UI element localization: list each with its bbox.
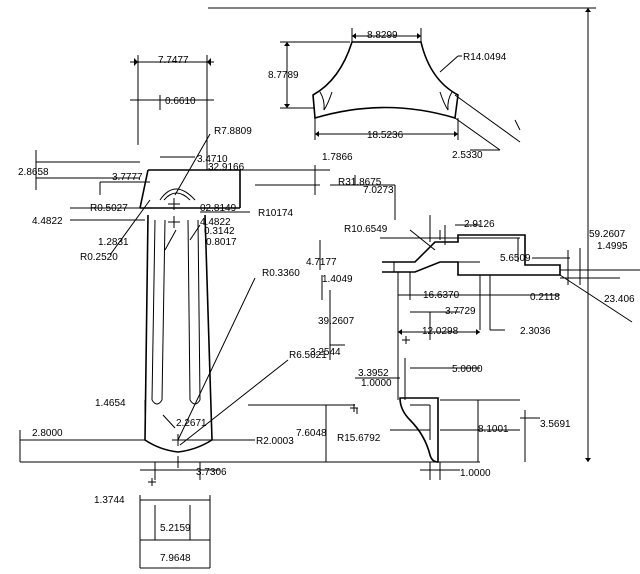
dim-23-406: 23.406	[604, 294, 635, 305]
dim-1-0000-upper: 1.0000	[361, 378, 392, 389]
dim-32-9166: 32.9166	[208, 162, 245, 173]
dim-r14-0494: R14.0494	[463, 52, 507, 63]
dim-r6-5021: R6.5021	[289, 350, 327, 361]
dim-3-2544: 3.2544	[310, 347, 341, 358]
dim-1-3744: 1.3744	[94, 495, 125, 506]
dim-3-5691: 3.5691	[540, 419, 571, 430]
dim-3-4710: 3.4710	[197, 154, 228, 165]
dim-r0-2520: R0.2520	[80, 252, 118, 263]
dim-4-4822-right: 4.4822	[200, 217, 231, 228]
dim-1-7866: 1.7866	[322, 152, 353, 163]
dim-1-2831: 1.2831	[98, 237, 129, 248]
dim-5-2159: 5.2159	[160, 523, 191, 534]
dim-4-4822-left: 4.4822	[32, 216, 63, 227]
dim-7-6048: 7.6048	[296, 428, 327, 439]
dim-5-6509: 5.6509	[500, 253, 531, 264]
dim-3-7777: 3.7777	[112, 172, 143, 183]
dim-7-7477: 7.7477	[158, 55, 189, 66]
dim-16-6370: 16.6370	[423, 290, 460, 301]
dim-2-3036: 2.3036	[520, 326, 551, 337]
dim-12-0298: 12.0298	[422, 326, 459, 337]
dim-59-2607: 59.2607	[589, 229, 626, 240]
dim-r31-8675: R31.8675	[338, 177, 382, 188]
dim-3-7306: 3.7306	[196, 467, 227, 478]
dim-3-7729: 3.7729	[445, 306, 476, 317]
dim-2-8000: 2.8000	[32, 428, 63, 439]
dim-0-3142: 0.3142	[204, 226, 235, 237]
arrowheads	[134, 8, 591, 462]
dim-r0-5027: R0.5027	[90, 203, 128, 214]
right-dimension-lines	[319, 7, 640, 480]
dim-1-0000-lower: 1.0000	[460, 468, 491, 479]
dim-1-4049: 1.4049	[322, 274, 353, 285]
dim-0-2118: 0.2118	[530, 292, 560, 303]
top-part-outline	[312, 41, 521, 151]
dim-r2-0003: R2.0003	[256, 436, 294, 447]
dim-r15-6792: R15.6792	[337, 433, 381, 444]
dim-2-2671: 2.2671	[176, 418, 207, 429]
dim-7-0273: 7.0273	[363, 185, 394, 196]
dim-7-9648: 7.9648	[160, 553, 191, 564]
top-dimension-lines	[208, 7, 588, 151]
dim-2-5330: 2.5330	[452, 150, 483, 161]
dim-1-4654: 1.4654	[95, 398, 126, 409]
dim-4-7177: 4.7177	[306, 257, 337, 268]
dim-1-4995: 1.4995	[597, 241, 628, 252]
dim-02-8149: 02.8149	[200, 203, 237, 214]
dim-0-8017: 0.8017	[206, 237, 237, 248]
dim-0-6610: 0.6610	[165, 96, 196, 107]
dim-5-0000: 5.0000	[452, 364, 483, 375]
dim-r0-3360: R0.3360	[262, 268, 300, 279]
right-center-marks	[350, 336, 410, 412]
left-dimension-lines	[19, 55, 355, 569]
dim-8-8299: 8.8299	[367, 30, 398, 41]
dim-r7-8809: R7.8809	[214, 126, 252, 137]
dim-2-9126: 2.9126	[464, 219, 495, 230]
dim-8-1001: 8.1001	[478, 424, 509, 435]
dim-2-8658: 2.8658	[18, 167, 49, 178]
left-part-outline	[20, 169, 480, 463]
dim-r10-6549: R10.6549	[344, 224, 388, 235]
dim-39-2607: 39.2607	[318, 316, 355, 327]
dim-18-5236: 18.5236	[367, 130, 404, 141]
dim-8-7789: 8.7789	[268, 70, 299, 81]
dim-3-3952: 3.3952	[358, 368, 389, 379]
dim-r1-0174: R10174	[258, 208, 293, 219]
